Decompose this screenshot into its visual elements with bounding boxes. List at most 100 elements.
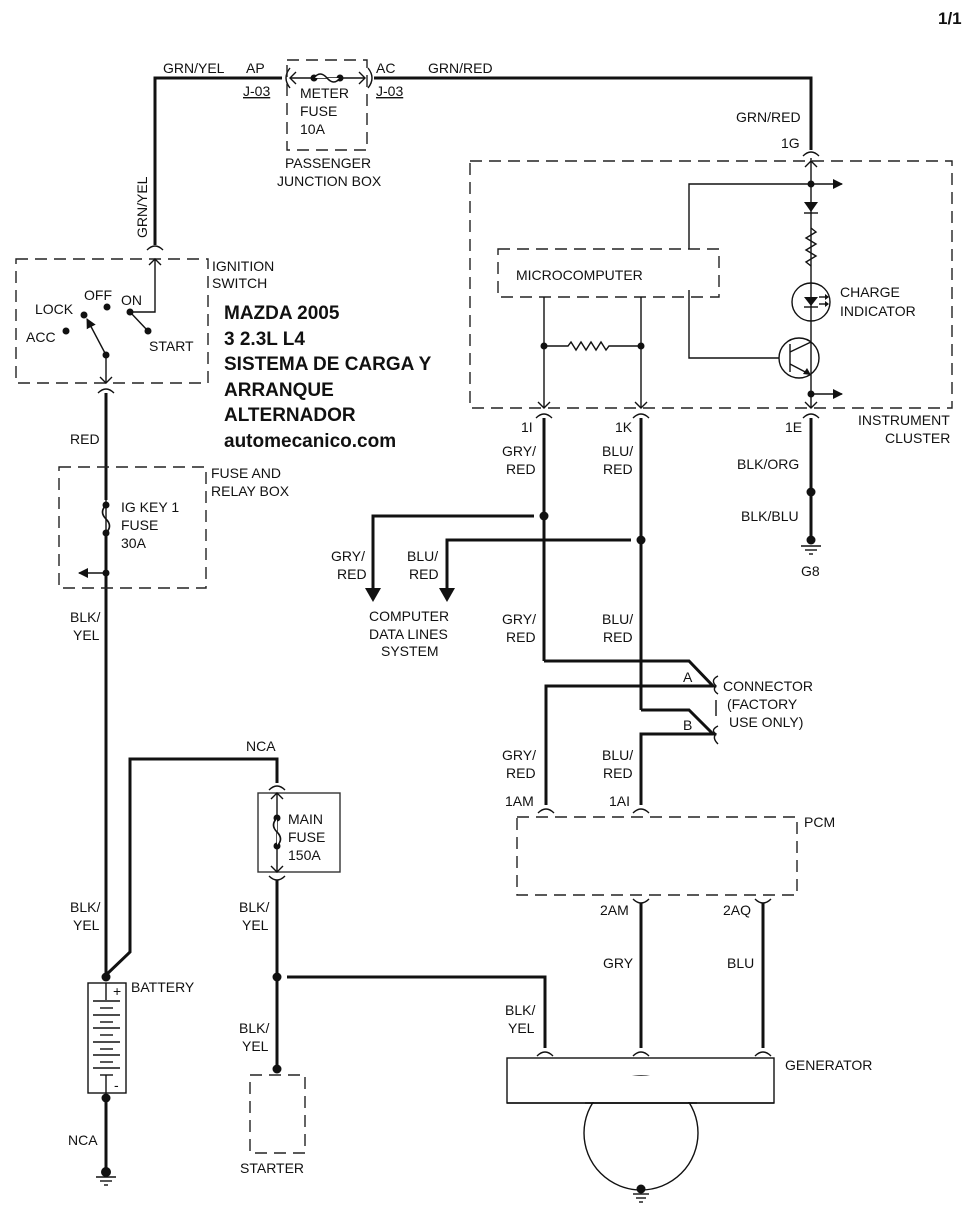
title-line4: ARRANQUE	[224, 380, 334, 401]
conn-j03-right: J-03	[376, 83, 403, 99]
frb-label-line1: FUSE AND	[211, 465, 281, 481]
wire-label-grn-yel-top: GRN/YEL	[163, 60, 225, 76]
wire-label-blk-blu: BLK/BLU	[741, 508, 799, 524]
wire-label-gry-red-3a: GRY/	[502, 747, 536, 763]
wire-label-blk-yel-gen1: BLK/	[505, 1002, 535, 1018]
main-fuse-line2: FUSE	[288, 829, 325, 845]
wire-label-blk-yel-b1: BLK/	[70, 899, 100, 915]
microcomputer	[497, 248, 720, 409]
wire-label-blk-yel-a1: BLK/	[70, 609, 100, 625]
pjb-label-line2: JUNCTION BOX	[277, 173, 382, 189]
wire-label-blk-yel-c1: BLK/	[239, 899, 269, 915]
wire-blu-red-data	[445, 538, 631, 590]
splice-dot	[806, 487, 816, 497]
instrument-cluster	[469, 158, 953, 409]
cdl-label-line3: SYSTEM	[381, 643, 439, 659]
generator	[506, 1051, 775, 1203]
wire-grn-red-top	[374, 76, 813, 150]
wire-label-gry-red-1b: RED	[506, 461, 536, 477]
wire-label-nca-bottom: NCA	[68, 1132, 98, 1148]
wire-label-blk-org: BLK/ORG	[737, 456, 799, 472]
wire-label-blu-red-2a: BLU/	[602, 611, 633, 627]
page-number: 1/1	[938, 9, 962, 28]
main-fuse-line1: MAIN	[288, 811, 323, 827]
connector-1i-icon	[535, 413, 553, 419]
wire-label-grn-yel-vert: GRN/YEL	[134, 176, 150, 238]
connector-1am-icon	[537, 808, 555, 814]
wire-label-blu-red-3a: BLU/	[602, 747, 633, 763]
meter-fuse-icon	[313, 73, 341, 83]
generator-label: GENERATOR	[785, 1057, 872, 1073]
wire-label-blk-yel-gen2: YEL	[508, 1020, 535, 1036]
ig-fuse-line3: 30A	[121, 535, 147, 551]
connector-1g-icon	[802, 151, 820, 157]
ig-key-fuse-icon	[101, 504, 111, 534]
wire-label-red: RED	[70, 431, 100, 447]
starter-terminal-icon	[272, 1064, 282, 1074]
resistor-icon	[544, 340, 641, 352]
connector-label-line3: USE ONLY)	[729, 714, 803, 730]
wire-label-gry: GRY	[603, 955, 634, 971]
cdl-label-line1: COMPUTER	[369, 608, 449, 624]
transistor-icon	[778, 337, 820, 379]
wire-label-blu-red-1a: BLU/	[602, 443, 633, 459]
battery-minus: -	[114, 1077, 119, 1093]
pin-1ai: 1AI	[609, 793, 630, 809]
main-fuse	[257, 785, 341, 881]
wire-label-gry-red-data-b: RED	[337, 566, 367, 582]
starter	[249, 1074, 306, 1154]
wire-nca-top	[104, 757, 279, 977]
wire-label-blu-red-2b: RED	[603, 629, 633, 645]
main-fuse-line3: 150A	[288, 847, 321, 863]
ign-pos-lock: LOCK	[35, 301, 74, 317]
meter-fuse-line2: FUSE	[300, 103, 337, 119]
cdl-label-line2: DATA LINES	[369, 626, 448, 642]
pin-1k: 1K	[615, 419, 633, 435]
pin-1i: 1I	[521, 419, 533, 435]
wire-grn-yel-top	[153, 76, 282, 245]
connector-label-line1: CONNECTOR	[723, 678, 813, 694]
wire-label-blu-red-data-b: RED	[409, 566, 439, 582]
meter-fuse-line3: 10A	[300, 121, 326, 137]
ig-fuse-line2: FUSE	[121, 517, 158, 533]
ignition-switch	[15, 245, 209, 394]
wire-label-grn-red-cluster: GRN/RED	[736, 109, 801, 125]
frb-label-line2: RELAY BOX	[211, 483, 290, 499]
ig-fuse-line1: IG KEY 1	[121, 499, 179, 515]
pjb-label-line1: PASSENGER	[285, 155, 371, 171]
wire-label-blk-yel-a2: YEL	[73, 627, 100, 643]
title-block: MAZDA 2005 3 2.3L L4 SISTEMA DE CARGA Y …	[224, 303, 432, 452]
connector-ap-icon	[285, 67, 291, 89]
connector-1ai-icon	[632, 808, 650, 814]
wire-blk-yel-generator	[287, 975, 547, 1048]
diode-icon	[804, 202, 818, 212]
ign-pos-acc: ACC	[26, 329, 56, 345]
pin-1g: 1G	[781, 135, 800, 151]
title-line6: automecanico.com	[224, 431, 396, 452]
conn-j03-left: J-03	[243, 83, 270, 99]
cluster-label-line1: INSTRUMENT	[858, 412, 950, 428]
pcm	[516, 816, 798, 896]
battery	[87, 972, 127, 1103]
ignition-label-line2: SWITCH	[212, 275, 267, 291]
charge-indicator-line1: CHARGE	[840, 284, 900, 300]
battery-plus: +	[113, 983, 121, 999]
arrow-down-icon	[439, 588, 455, 602]
splice-dot	[272, 972, 282, 982]
title-line3: SISTEMA DE CARGA Y	[224, 354, 432, 375]
fuse-relay-box	[58, 466, 207, 589]
cluster-label-line2: CLUSTER	[885, 430, 950, 446]
wire-label-gry-red-data-a: GRY/	[331, 548, 365, 564]
charge-indicator-icon	[791, 282, 831, 322]
wire-label-grn-red-top: GRN/RED	[428, 60, 493, 76]
ign-pos-on: ON	[121, 292, 142, 308]
factory-connector	[544, 659, 719, 805]
ground-g8-icon	[801, 535, 821, 555]
pin-ap: AP	[246, 60, 265, 76]
title-line1: MAZDA 2005	[224, 303, 340, 324]
wire-label-blk-yel-d2: YEL	[242, 1038, 269, 1054]
wire-label-gry-red-2a: GRY/	[502, 611, 536, 627]
splice-dot	[636, 535, 646, 545]
connector-1e-icon	[802, 413, 820, 419]
wire-label-blu-red-1b: RED	[603, 461, 633, 477]
